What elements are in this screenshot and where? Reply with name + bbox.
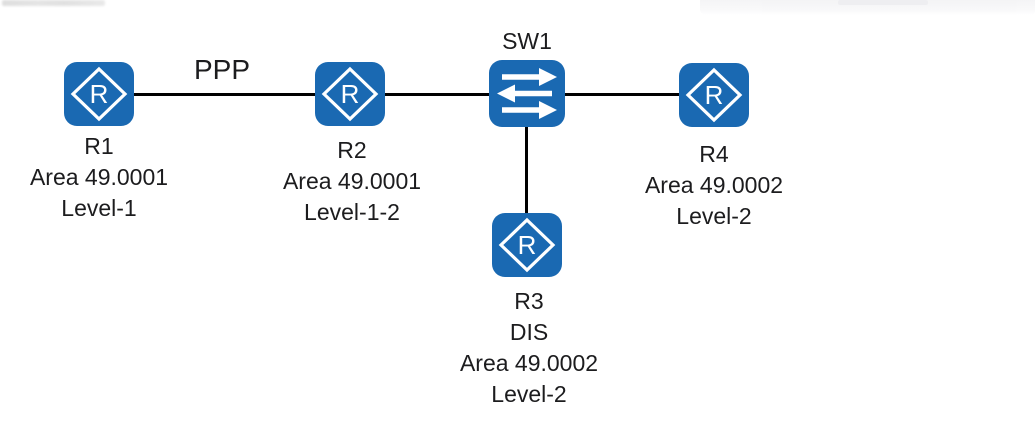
- router-diamond: [685, 67, 743, 123]
- arrow-left-head: [497, 84, 515, 103]
- switch-sw1-title: SW1: [502, 28, 552, 54]
- cropped-ui-fragment-segment: [838, 0, 928, 5]
- node-name: R2: [337, 137, 367, 163]
- cropped-ui-fragment: [700, 0, 1035, 15]
- router-diamond: [70, 66, 128, 122]
- node-name: R4: [699, 141, 729, 167]
- link-sw1-r4: [564, 93, 680, 96]
- router-icon-r3: R: [492, 213, 562, 277]
- link-sw1-r3: [525, 127, 528, 214]
- cropped-text-fragment: [2, 0, 105, 6]
- link-label-ppp: PPP: [193, 54, 251, 85]
- router-letter: R: [518, 230, 537, 260]
- router-body: [315, 62, 385, 126]
- node-label-r3: R3 DIS Area 49.0002 Level-2: [460, 286, 598, 410]
- router-body: [64, 62, 134, 126]
- router-icon-r1: R: [64, 62, 134, 126]
- router-icon-r4: R: [679, 63, 749, 127]
- node-name: R3: [514, 288, 544, 314]
- node-area: Area 49.0002: [644, 172, 784, 198]
- switch-icon-sw1: [489, 60, 565, 127]
- node-level: Level-2: [491, 381, 567, 407]
- router-icon-r2: R: [315, 62, 385, 126]
- node-level: Level-1: [61, 195, 137, 221]
- node-label-r4: R4 Area 49.0002 Level-2: [645, 139, 783, 232]
- node-dis: DIS: [509, 319, 549, 345]
- router-letter: R: [341, 79, 360, 109]
- link-r2-sw1: [385, 93, 490, 96]
- router-diamond: [321, 66, 379, 122]
- node-area: Area 49.0001: [29, 164, 169, 190]
- node-name: R1: [84, 133, 114, 159]
- router-body: [492, 213, 562, 277]
- router-diamond: [498, 217, 556, 273]
- arrow-right-head: [539, 68, 557, 86]
- node-label-r1: R1 Area 49.0001 Level-1: [30, 131, 168, 224]
- router-body: [679, 63, 749, 127]
- router-letter: R: [90, 79, 109, 109]
- node-area: Area 49.0001: [282, 168, 422, 194]
- arrow-right-head: [539, 101, 557, 119]
- node-level: Level-1-2: [304, 199, 400, 225]
- link-r1-r2: [134, 93, 315, 96]
- router-letter: R: [705, 80, 724, 110]
- node-level: Level-2: [676, 203, 752, 229]
- node-label-r2: R2 Area 49.0001 Level-1-2: [283, 135, 421, 228]
- node-area: Area 49.0002: [459, 350, 599, 376]
